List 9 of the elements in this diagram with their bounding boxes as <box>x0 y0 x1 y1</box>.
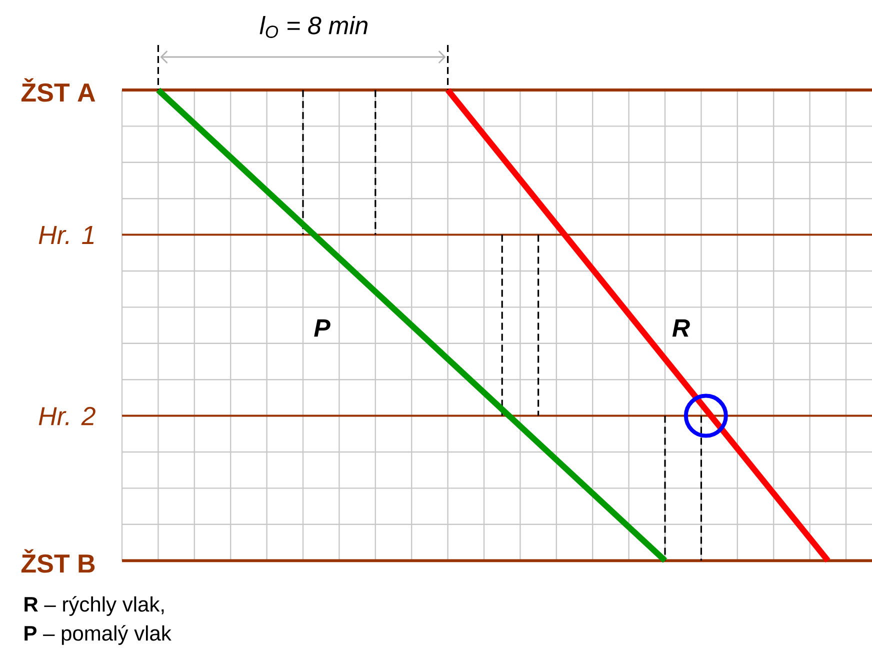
train-label: P <box>314 319 330 337</box>
legend-text: R – rýchly vlak, <box>24 596 164 616</box>
stop-label: Hr. 1 <box>38 226 94 244</box>
station-label: ŽST B <box>21 549 95 573</box>
legend-text: P – pomalý vlak <box>24 625 172 645</box>
station-label: ŽST A <box>21 78 96 102</box>
train-label: R <box>672 319 690 337</box>
dimension-label: l$_{O}$ = 8 min <box>260 16 368 38</box>
stop-label: Hr. 2 <box>38 406 96 426</box>
